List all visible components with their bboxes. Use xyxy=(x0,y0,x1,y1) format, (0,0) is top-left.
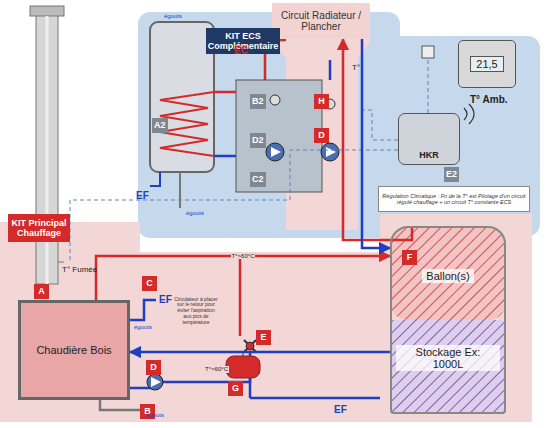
node-text: Chaudière Bois xyxy=(36,344,111,356)
chimney xyxy=(30,6,64,284)
storage-tank xyxy=(390,226,506,414)
drain-label: égouts xyxy=(146,412,164,419)
callout-number: F xyxy=(402,250,417,265)
sensor-label: T° xyxy=(352,64,360,73)
expansion-vessel xyxy=(226,352,260,378)
sensor-wires xyxy=(360,110,398,140)
note-text: Circulateur à placer sur le retour pour … xyxy=(172,292,220,330)
callout-number: D2 xyxy=(250,133,266,148)
boiler-pipes xyxy=(100,400,140,410)
callout-number: C xyxy=(142,276,157,291)
node-text: Circuit Radiateur / Plancher xyxy=(276,10,366,32)
callout-number: C2 xyxy=(250,172,266,187)
node-text: Circulateur à placer sur le retour pour … xyxy=(173,297,219,326)
circulator xyxy=(147,374,163,390)
callout-number: D xyxy=(146,360,161,375)
heating-region xyxy=(0,214,532,422)
circulator-group xyxy=(321,143,339,161)
dhw-pipes xyxy=(329,60,332,80)
dhw-tank xyxy=(150,172,160,186)
circulator-group xyxy=(326,147,336,157)
circulator-group xyxy=(236,80,339,192)
dhw-tank xyxy=(160,92,214,156)
edge-label: T°>60°C xyxy=(231,253,256,259)
drain-label: égouts xyxy=(164,13,182,20)
chimney xyxy=(46,16,49,284)
callout-number: A xyxy=(34,284,49,299)
storage-tank xyxy=(390,320,506,414)
boiler-pipes xyxy=(250,397,380,400)
pipe-label: EF xyxy=(159,294,172,305)
chimney xyxy=(58,262,64,263)
boiler-pipes xyxy=(100,255,380,410)
wireless-waves xyxy=(469,104,474,124)
node-text: Stockage Ex: 1000L xyxy=(396,345,500,371)
note-box: Régulation Climatique : Fn de la T° ext … xyxy=(378,186,530,212)
sensor-wires xyxy=(70,150,398,262)
node-text: Ballon(s) xyxy=(422,269,473,283)
chimney xyxy=(36,14,58,284)
dhw-tank xyxy=(150,22,214,172)
callout-number: E2 xyxy=(444,167,459,182)
pipe-connector xyxy=(362,39,390,248)
pipe-connector xyxy=(130,351,390,354)
node-text: 21,5 xyxy=(470,56,503,72)
callout-number: A2 xyxy=(152,118,168,133)
mixing-valve xyxy=(246,342,254,350)
chimney xyxy=(30,6,64,16)
boiler-pipes xyxy=(239,255,242,336)
pipe-label: EC xyxy=(234,45,248,56)
circulator-group xyxy=(266,143,284,161)
mixing-valve xyxy=(244,340,256,352)
callout-number: D xyxy=(314,128,329,143)
controller: HKR xyxy=(398,113,460,165)
circulator-group xyxy=(271,147,281,157)
thermostat: 21,5 xyxy=(458,40,516,88)
wireless-waves xyxy=(464,108,467,120)
sensor-wires xyxy=(428,58,429,113)
heating-region xyxy=(0,3,532,422)
callout-number: E xyxy=(256,330,271,345)
sensor-label: T° Fumée xyxy=(62,266,97,275)
pipe-label: EF xyxy=(334,404,347,415)
kit-label: KIT Principal Chauffage xyxy=(8,214,70,242)
mixing-valve xyxy=(244,340,256,352)
circulator xyxy=(151,377,161,387)
outdoor-sensor xyxy=(422,46,434,58)
drain-label: égouts xyxy=(186,210,204,217)
expansion-vessel xyxy=(226,356,260,378)
dhw-tank xyxy=(179,172,181,208)
wireless-waves xyxy=(464,104,474,124)
node-text: Régulation Climatique : Fn de la T° ext … xyxy=(382,193,526,206)
node-text: HKR xyxy=(419,150,439,160)
pipe-connector xyxy=(96,256,390,300)
boiler-pipes xyxy=(130,300,156,320)
outdoor-sensor xyxy=(422,46,434,58)
kit-ecs-region xyxy=(368,36,540,236)
circuit-band: Circuit Radiateur / Plancher xyxy=(272,3,370,39)
temperature-label: T°>60°C xyxy=(204,366,229,373)
node-text: KIT Principal Chauffage xyxy=(11,218,67,238)
callout-number: G xyxy=(228,381,243,396)
drain-label: égouts xyxy=(134,324,152,331)
circulator xyxy=(147,374,163,390)
callout-number: H xyxy=(314,94,329,109)
pipe-label: EF xyxy=(136,190,149,201)
circulator-group xyxy=(236,80,322,192)
callout-number: B2 xyxy=(250,94,266,109)
sensor-wires xyxy=(70,58,428,262)
circulator-group xyxy=(270,95,280,105)
boiler: Chaudière Bois xyxy=(18,300,130,400)
sensor-label: T° Amb. xyxy=(470,94,508,105)
